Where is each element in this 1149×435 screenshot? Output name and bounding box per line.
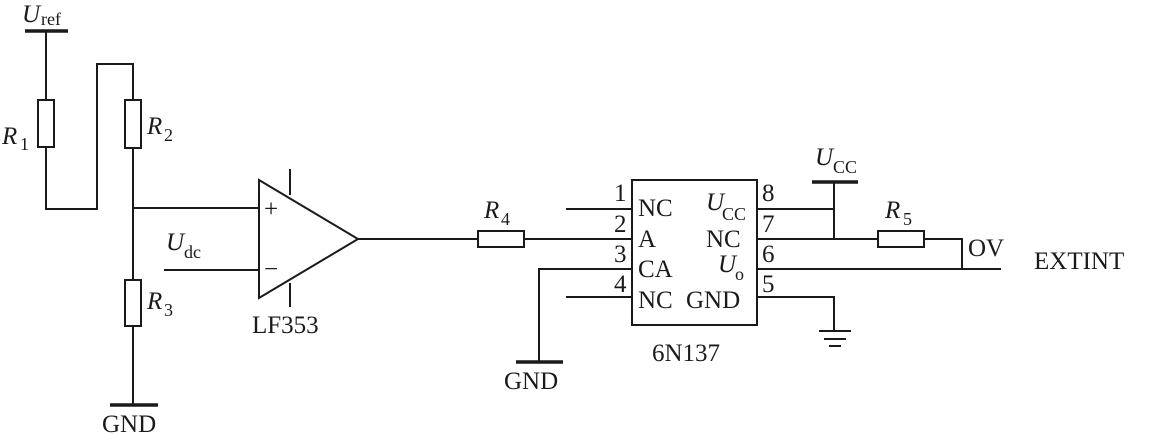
ic-pin-5-name: GND	[686, 287, 740, 314]
extint-label: EXTINT	[1034, 248, 1124, 275]
r1-label: R	[1, 123, 17, 150]
ic-pin-7-number: 7	[762, 211, 775, 238]
r2-label: R	[146, 113, 162, 140]
opamp-name-label: LF353	[252, 312, 319, 339]
ic-name-label: 6N137	[652, 340, 720, 367]
resistor-r5	[877, 230, 925, 248]
ground-left: GND	[102, 403, 158, 435]
r5-label-sub: 5	[903, 209, 912, 229]
ic-pin-8-number: 8	[762, 180, 775, 207]
ic-pin-4-number: 4	[614, 271, 627, 298]
r5-label: R	[884, 197, 900, 224]
ucc-label-sub: CC	[833, 157, 857, 177]
ground-mid: GND	[504, 360, 563, 395]
r3-label-sub: 3	[164, 300, 173, 320]
ic-pin-4-name: NC	[638, 287, 673, 314]
ic-6n137: 6N137 1 2 3 4 NC A CA NC 8 7 6 5 U CC NC…	[538, 179, 1001, 367]
opamp-plus-sign: +	[264, 196, 278, 223]
r4-label-sub: 4	[501, 209, 510, 229]
ic-pin-1-name: NC	[638, 195, 673, 222]
ic-pin-2-name: A	[638, 226, 656, 253]
resistor-r3	[124, 279, 142, 327]
r1-label-sub: 1	[20, 134, 29, 154]
uref-terminal: U ref	[22, 1, 68, 33]
ic-pin-6-name-sub: o	[735, 264, 744, 284]
opamp-minus-sign: −	[264, 256, 278, 283]
r3-label: R	[146, 288, 162, 315]
r2-label-sub: 2	[164, 125, 173, 145]
udc-label-sub: dc	[184, 242, 201, 262]
ov-label: OV	[968, 235, 1004, 262]
ic-pin-8-name-sub: CC	[722, 204, 746, 224]
udc-label: U	[166, 229, 186, 256]
resistor-r4	[477, 230, 525, 248]
ic-pin-6-name: U	[718, 251, 738, 278]
gnd-left-label: GND	[102, 411, 156, 435]
uref-label-sub: ref	[41, 9, 61, 29]
ucc-terminal: U CC	[812, 144, 858, 184]
uref-label: U	[22, 1, 42, 28]
ic-pin-3-name: CA	[638, 256, 673, 283]
resistor-r1	[37, 99, 55, 148]
ucc-label: U	[815, 144, 835, 171]
ic-pin-5-number: 5	[762, 271, 775, 298]
ic-pin-8-name: U	[706, 189, 726, 216]
gnd-mid-label: GND	[504, 368, 558, 395]
opamp-lf353: + − LF353	[252, 169, 360, 339]
ic-pin-6-number: 6	[762, 241, 775, 268]
ic-pin-3-number: 3	[614, 241, 627, 268]
ic-pin-1-number: 1	[614, 180, 627, 207]
ic-pin-2-number: 2	[614, 211, 627, 238]
ic-pin-7-name: NC	[706, 226, 741, 253]
ground-symbol	[819, 330, 851, 347]
r4-label: R	[483, 197, 499, 224]
resistor-r2	[124, 99, 142, 149]
